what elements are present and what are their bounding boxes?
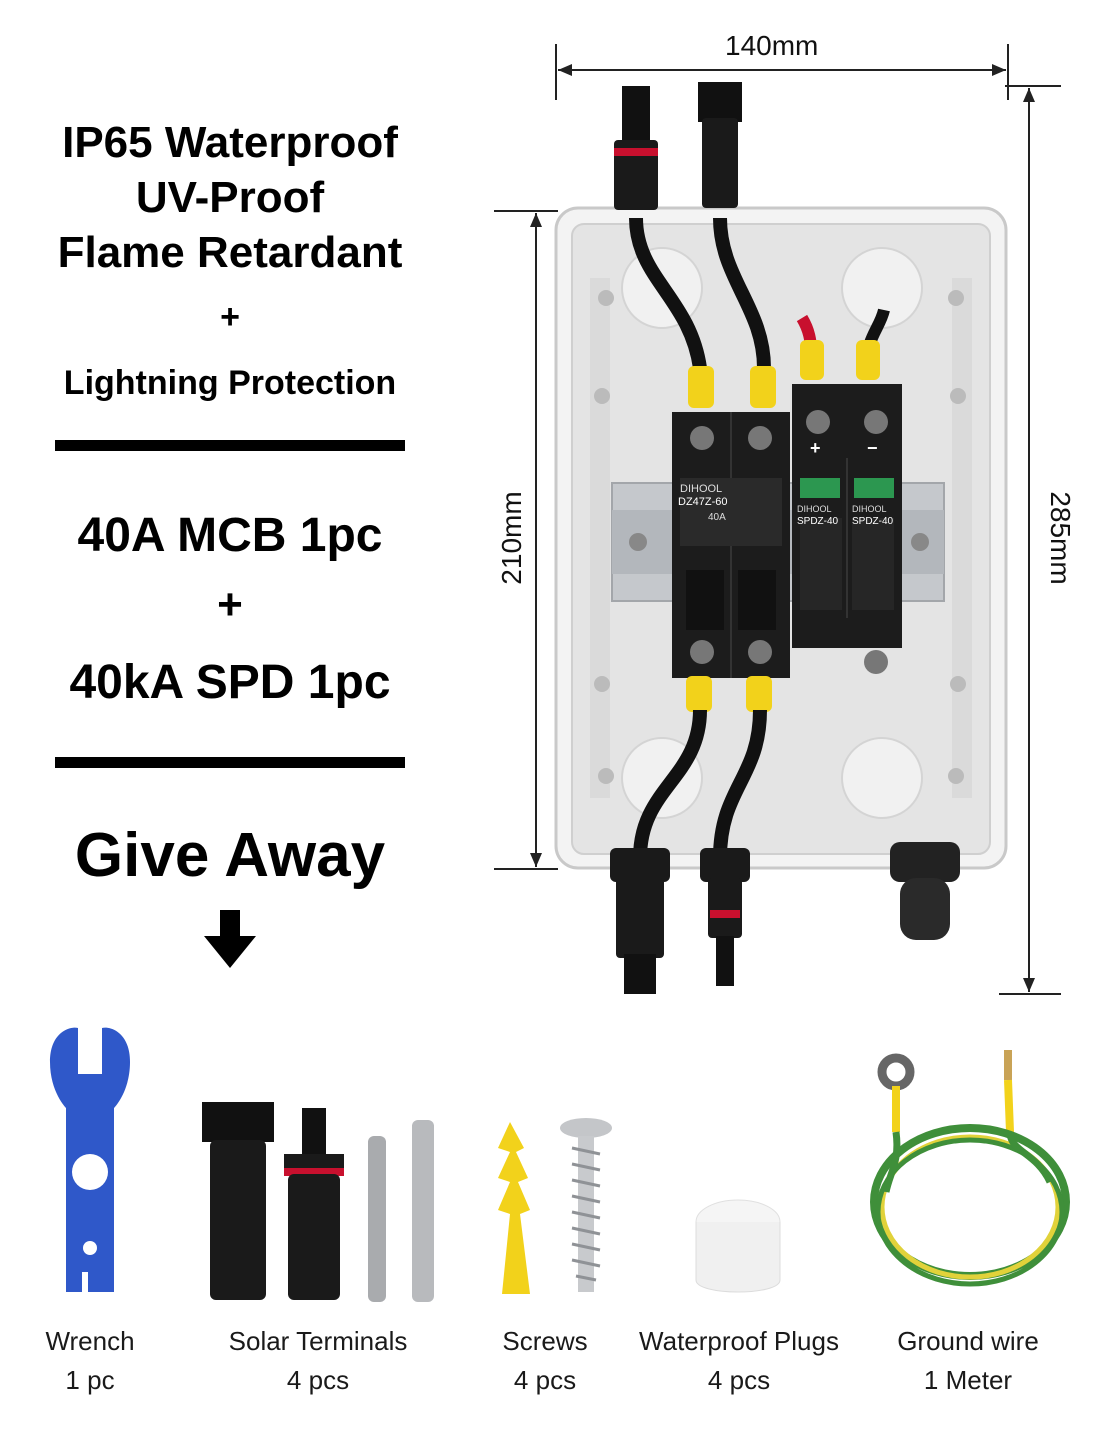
feature-ip65: IP65 Waterproof [62, 118, 398, 167]
mcb-model-label: DZ47Z-60 [678, 496, 728, 508]
accessory-caption-ground-wire: Ground wire 1 Meter [872, 1322, 1064, 1400]
accessory-name: Wrench [45, 1326, 135, 1356]
accessory-qty: 4 pcs [513, 1365, 577, 1395]
spd-model-label: SPDZ-40 [797, 516, 839, 527]
accessory-name: Ground wire [897, 1326, 1039, 1356]
divider [55, 440, 405, 451]
accessory-caption-waterproof-plugs: Waterproof Plugs 4 pcs [618, 1322, 860, 1400]
solar-terminals-image [202, 1102, 434, 1302]
accessory-qty: 1 Meter [923, 1365, 1013, 1395]
feature-uv-proof: UV-Proof [135, 173, 325, 222]
spd-positive-label: + [810, 438, 821, 458]
accessory-name: Screws [502, 1326, 588, 1356]
outer-height-dimension-arrow [999, 85, 1061, 995]
ground-wire-image [870, 1050, 1070, 1287]
feature-spd: 40kA SPD 1pc [69, 656, 391, 709]
accessory-qty: 1 pc [65, 1365, 115, 1395]
accessory-caption-screws: Screws 4 pcs [470, 1322, 620, 1400]
wrench-image [50, 1027, 130, 1292]
spd-brand-label: DIHOOL [852, 504, 887, 514]
waterproof-plug-image [695, 1199, 781, 1293]
spd-model-label: SPDZ-40 [852, 516, 894, 527]
accessory-qty: 4 pcs [286, 1365, 350, 1395]
mcb-rating-label: 40A [708, 512, 726, 523]
plus-sign: + [220, 298, 240, 336]
spd-brand-label: DIHOOL [797, 504, 832, 514]
accessory-caption-solar-terminals: Solar Terminals 4 pcs [198, 1322, 438, 1400]
width-dimension-arrow [555, 44, 1009, 100]
screws-image [498, 1118, 612, 1294]
accessory-name: Solar Terminals [228, 1326, 408, 1356]
outer-height-dimension-label: 285mm [1045, 491, 1076, 585]
arrow-down-icon [204, 910, 256, 968]
width-dimension-label: 140mm [725, 30, 819, 61]
plus-sign: + [217, 580, 243, 629]
spd-negative-label: − [867, 438, 878, 458]
feature-lightning-protection: Lightning Protection [63, 364, 397, 402]
accessory-caption-wrench: Wrench 1 pc [10, 1322, 170, 1400]
inner-height-dimension-label: 210mm [496, 491, 527, 585]
junction-box-illustration [554, 82, 1008, 994]
giveaway-heading: Give Away [74, 821, 386, 890]
accessory-qty: 4 pcs [707, 1365, 771, 1395]
feature-mcb: 40A MCB 1pc [77, 509, 383, 562]
inner-height-dimension-arrow [494, 210, 558, 870]
accessory-name: Waterproof Plugs [639, 1326, 839, 1356]
divider [55, 757, 405, 768]
mcb-brand-label: DIHOOL [680, 483, 723, 495]
feature-flame-retardant: Flame Retardant [57, 228, 403, 277]
